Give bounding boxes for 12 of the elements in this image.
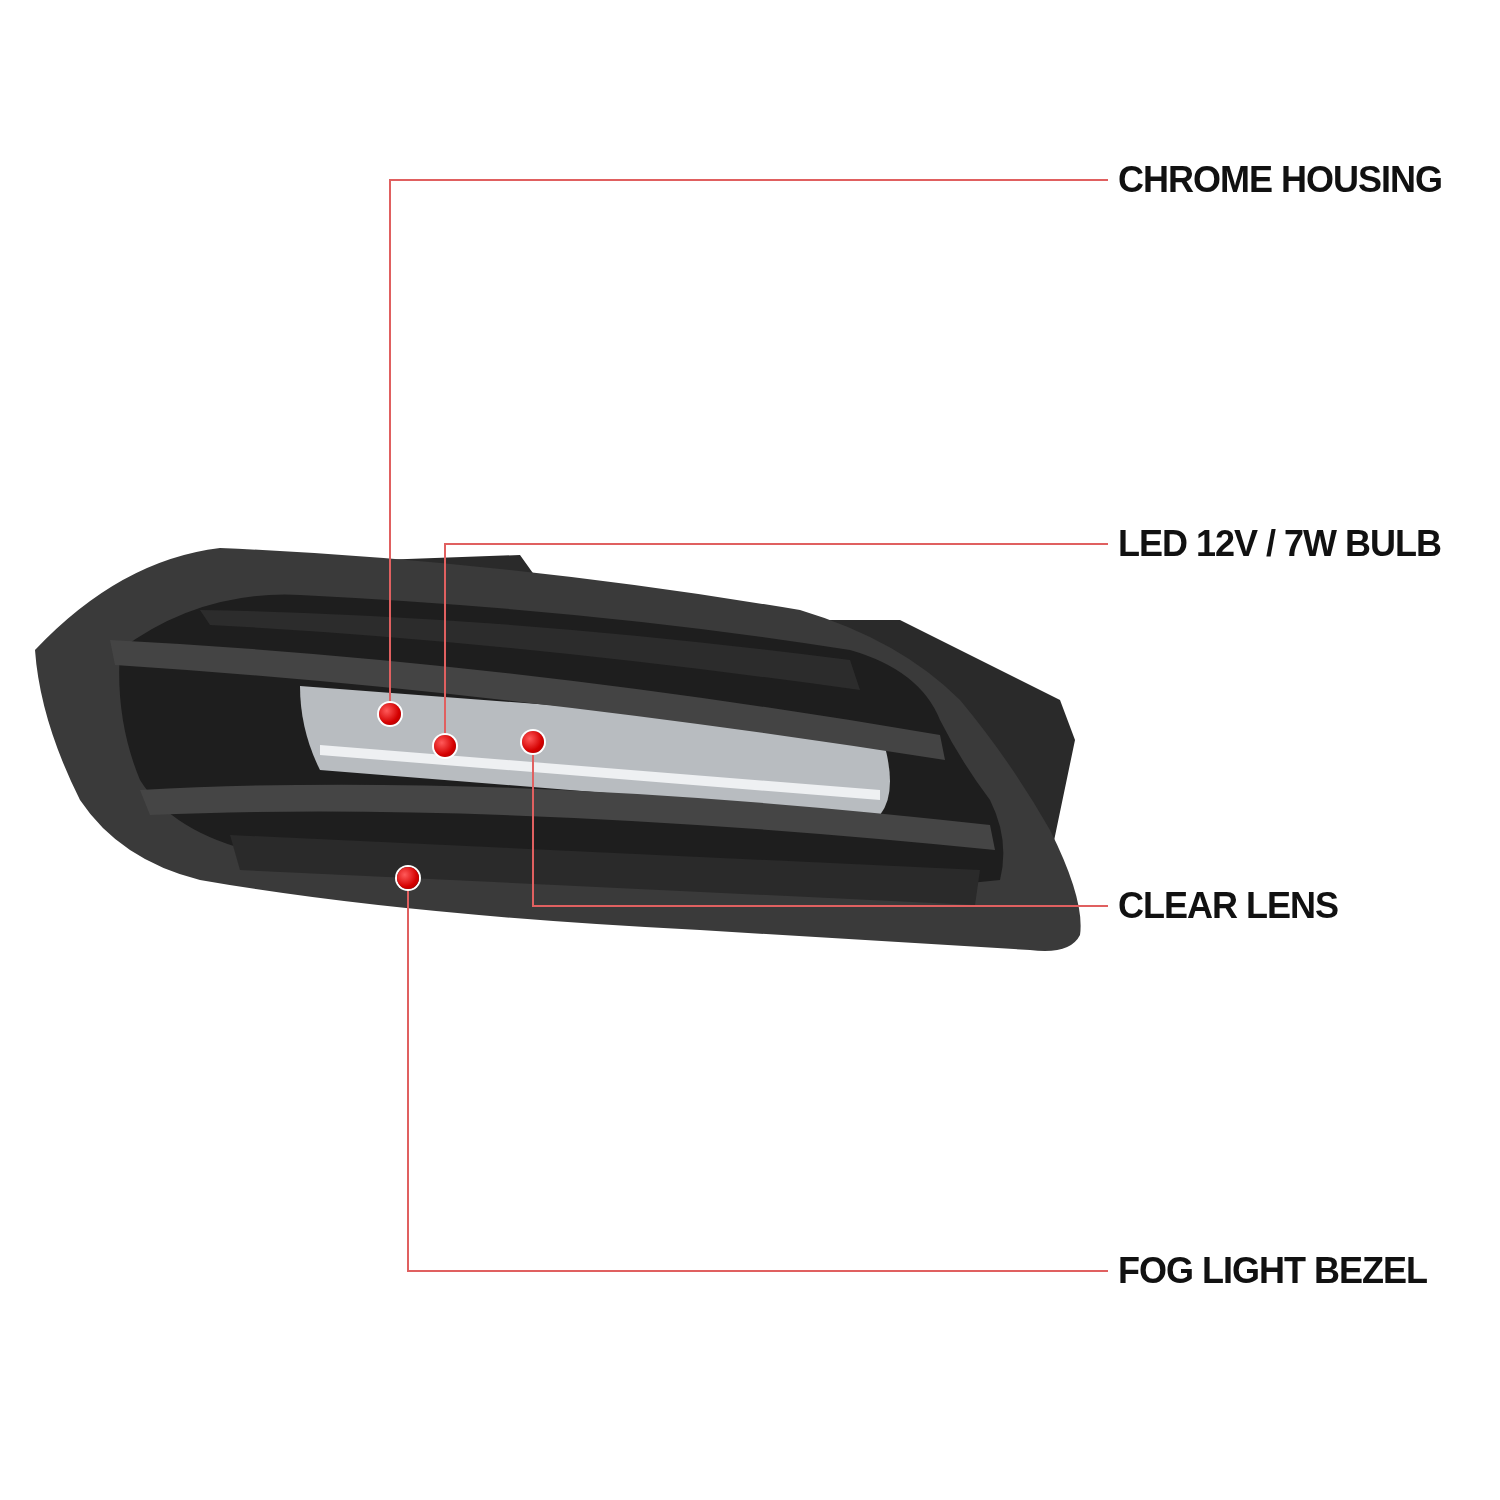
leader-line bbox=[389, 179, 1109, 704]
part-label: FOG LIGHT BEZEL bbox=[1118, 1250, 1427, 1292]
part-label: CHROME HOUSING bbox=[1118, 159, 1442, 201]
leader-line bbox=[532, 752, 1109, 907]
marker-dot bbox=[397, 867, 419, 889]
leader-line bbox=[444, 543, 1109, 736]
marker-dot bbox=[379, 703, 401, 725]
part-label: LED 12V / 7W BULB bbox=[1118, 523, 1442, 565]
leader-line bbox=[407, 888, 1109, 1272]
marker-dot bbox=[434, 735, 456, 757]
marker-dot bbox=[522, 731, 544, 753]
part-label: CLEAR LENS bbox=[1118, 885, 1338, 927]
